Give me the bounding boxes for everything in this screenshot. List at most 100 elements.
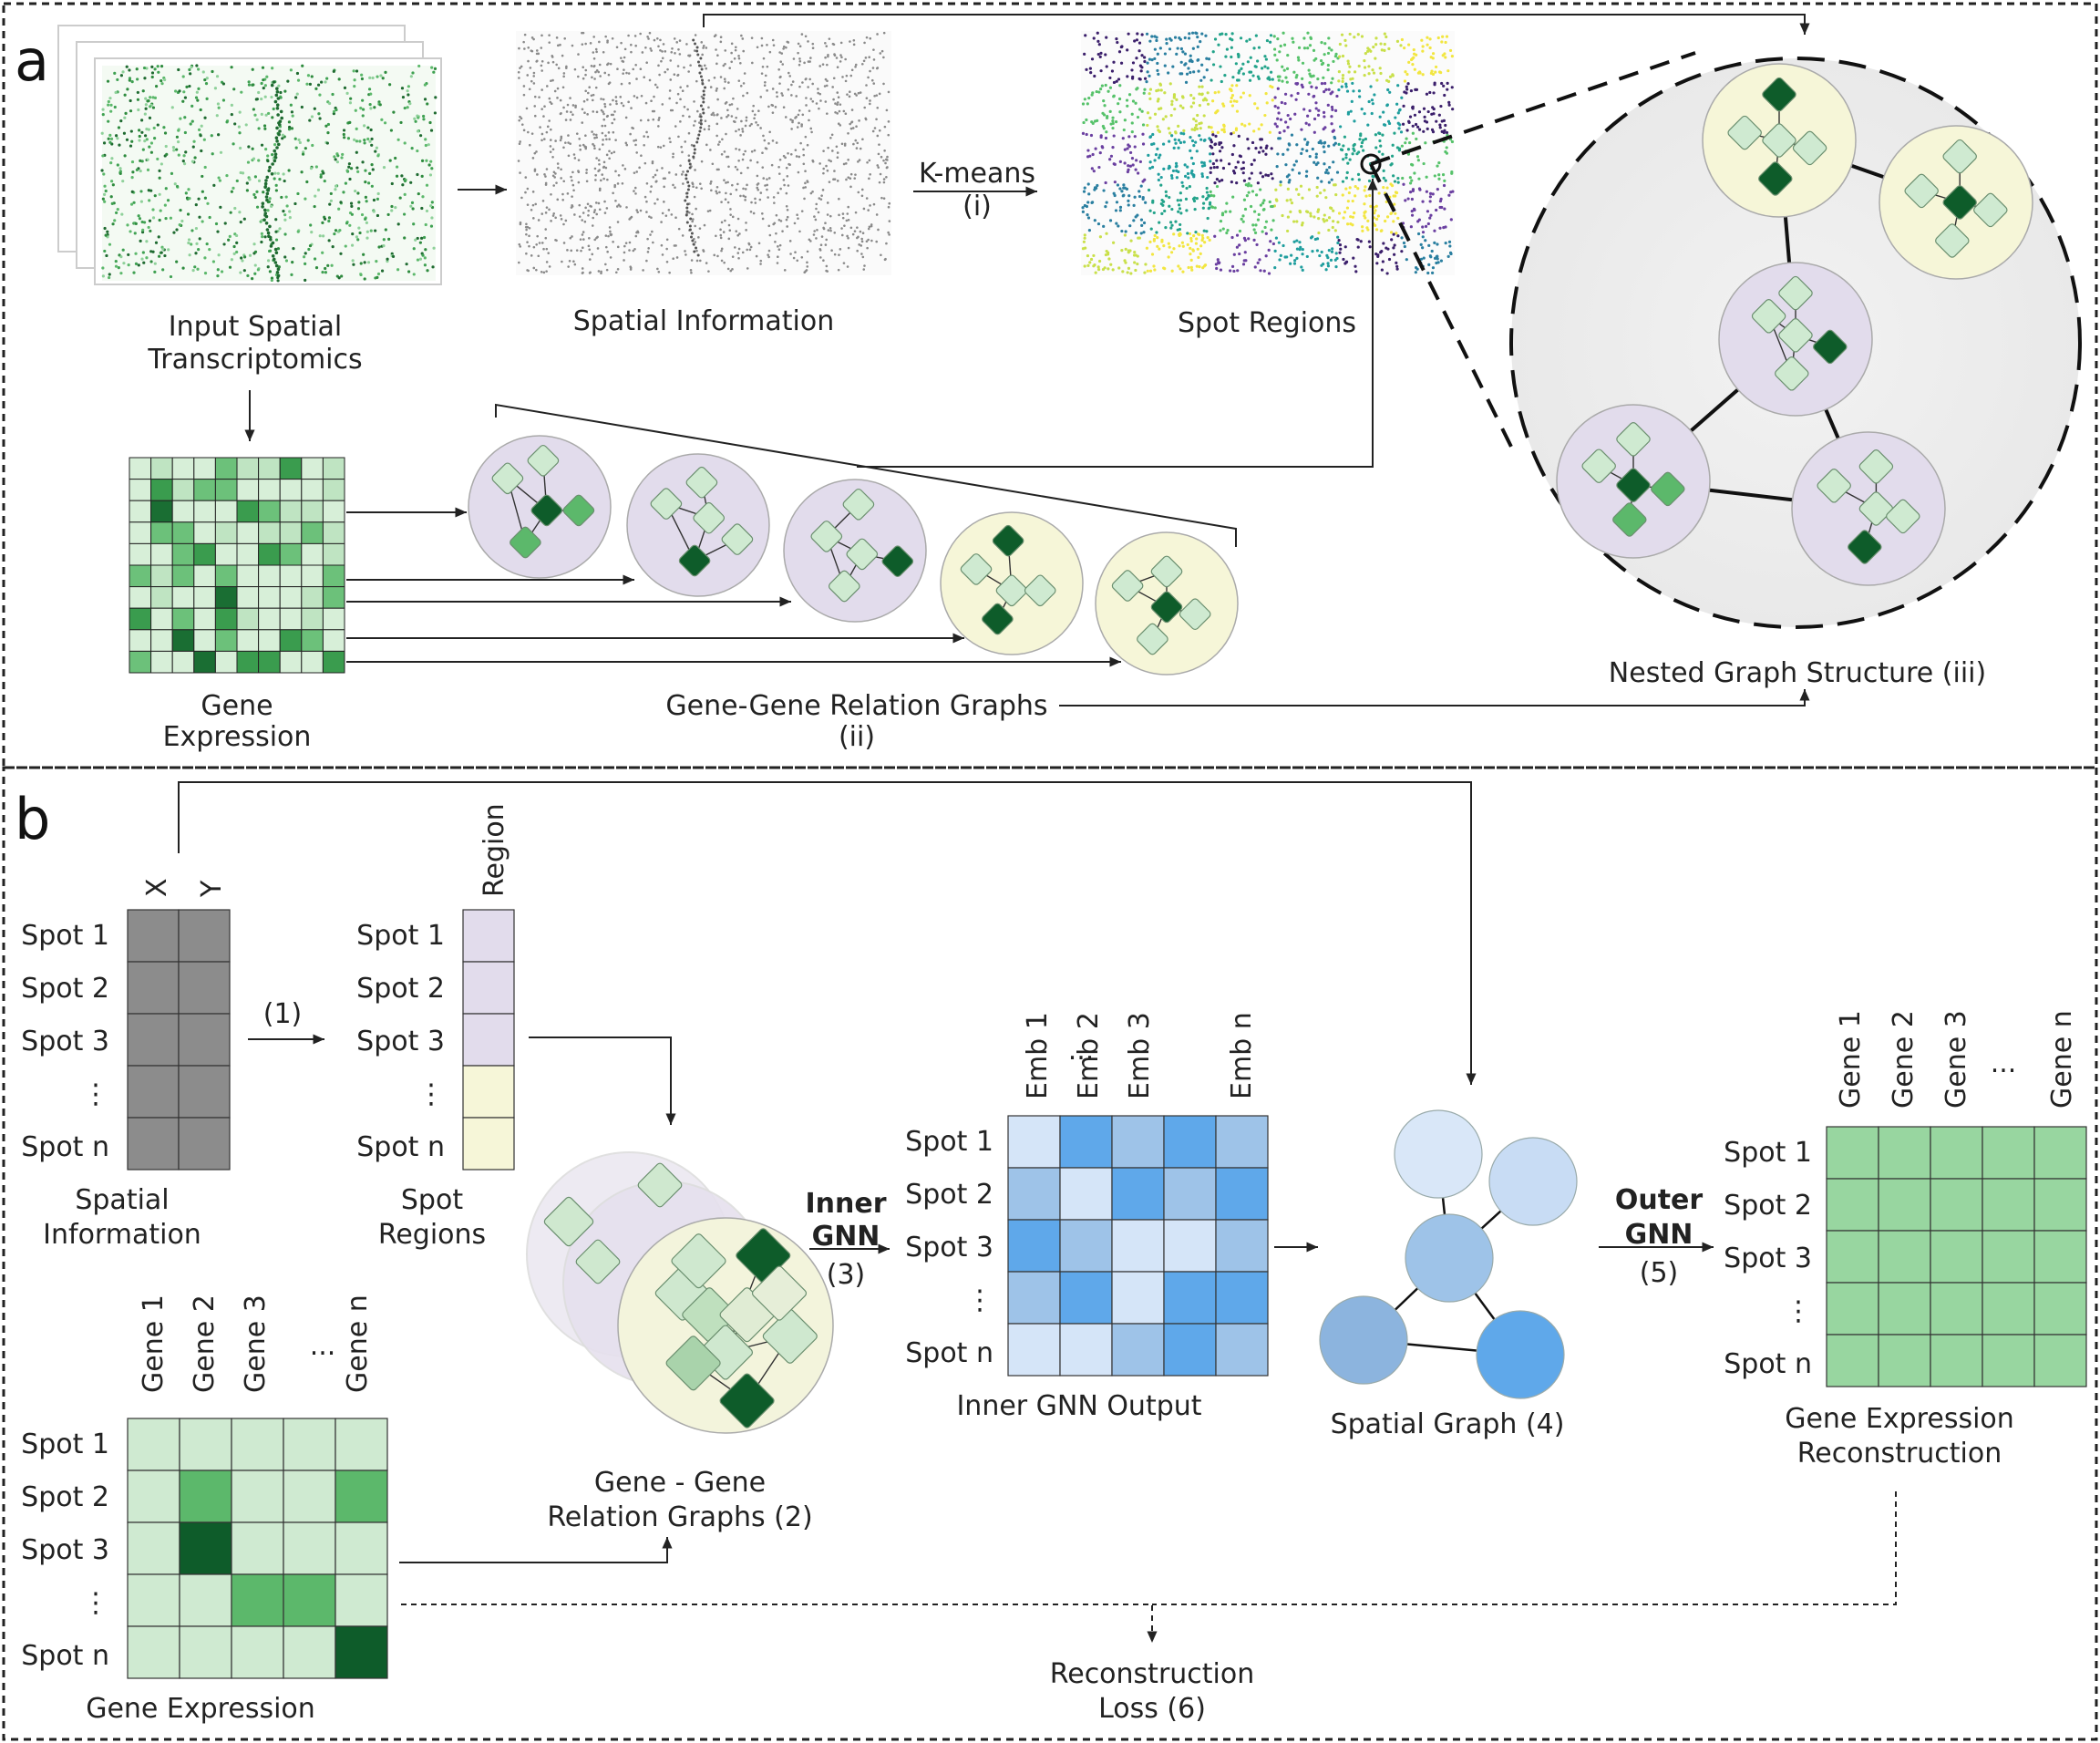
region-dot [1368, 245, 1372, 249]
spatial-dot [623, 47, 627, 51]
spatial-dot [540, 69, 543, 72]
spatial-dot [609, 256, 612, 259]
region-dot [1191, 248, 1195, 252]
region-dot [1225, 231, 1229, 235]
spot-row-label: Spot n [356, 1131, 445, 1163]
tissue-dot [167, 248, 170, 252]
spatial-dot [789, 118, 792, 121]
region-dot [1332, 220, 1335, 223]
gene-relation-graph [1702, 63, 1857, 218]
spatial-dot [811, 42, 815, 46]
spatial-dot [582, 66, 585, 68]
tissue-dot [147, 189, 150, 192]
region-dot [1103, 104, 1107, 108]
spatial-dot [571, 183, 575, 187]
region-dot [1432, 91, 1436, 95]
region-dot [1382, 242, 1385, 245]
region-dot [1264, 57, 1269, 61]
spatial-dot [719, 236, 723, 240]
heatmap-cell [322, 479, 345, 501]
spatial-dot [839, 124, 842, 127]
spatial-dot [663, 185, 665, 189]
connector-spatial-to-graph [178, 781, 1477, 1085]
spatial-dot [710, 113, 714, 117]
tissue-dot [160, 79, 163, 83]
region-dot [1146, 123, 1149, 128]
tissue-dot [257, 179, 262, 182]
tissue-dot [138, 129, 141, 132]
spatial-dot [737, 256, 740, 260]
tissue-dot [400, 174, 404, 178]
region-dot [1382, 185, 1385, 190]
region-dot [1247, 237, 1251, 241]
inner-output-label: Inner GNN Output [956, 1390, 1201, 1422]
gene-expression-cell [335, 1470, 388, 1523]
spatial-dot [857, 191, 860, 194]
spatial-dot [591, 130, 593, 133]
region-dot [1326, 68, 1330, 72]
spatial-dot [757, 123, 759, 127]
spatial-dot [535, 242, 538, 246]
tissue-dot [328, 202, 332, 206]
spatial-dot [674, 216, 677, 219]
region-dot [1111, 146, 1115, 150]
spatial-dot [654, 201, 656, 205]
spatial-dot [778, 243, 782, 247]
region-dot [1148, 74, 1151, 77]
region-dot [1135, 57, 1138, 60]
region-dot [1230, 94, 1235, 98]
region-dot [1342, 144, 1345, 148]
region-dot [1401, 122, 1405, 126]
spatial-dot [562, 242, 566, 244]
region-dot [1296, 56, 1301, 59]
region-dot [1274, 188, 1278, 191]
region-dot [1189, 149, 1192, 152]
region-dot [1301, 268, 1304, 272]
spatial-dot [818, 92, 822, 96]
region-dot [1441, 172, 1446, 177]
tissue-dot [434, 96, 438, 99]
region-dot [1105, 65, 1108, 68]
region-dot [1264, 254, 1268, 258]
tissue-dot [335, 160, 340, 164]
input-spatial-transcriptomics-stack [57, 25, 442, 285]
spatial-dot [728, 103, 732, 107]
region-dot [1401, 176, 1405, 180]
region-dot [1242, 179, 1247, 182]
spatial-dot [876, 106, 880, 109]
region-dot [1127, 249, 1130, 253]
spatial-dot [865, 84, 868, 87]
region-dot [1262, 269, 1266, 273]
tissue-dot [211, 69, 214, 74]
region-dot [1242, 236, 1247, 240]
region-dot [1126, 170, 1129, 174]
tissue-dot [230, 190, 233, 193]
region-dot [1102, 189, 1106, 192]
spatial-dot [720, 201, 723, 203]
inner-gnn-line1: Inner [805, 1188, 886, 1220]
spatial-dot [871, 129, 875, 133]
spatial-dot [723, 179, 726, 181]
spatial-dot [540, 212, 544, 215]
spatial-dot [836, 180, 839, 182]
region-dot [1268, 130, 1271, 134]
region-dot [1354, 270, 1358, 273]
spatial-dot [756, 46, 759, 49]
region-dot [1317, 140, 1321, 145]
region-dot [1241, 214, 1245, 218]
region-dot [1135, 88, 1138, 91]
spatial-dot [767, 196, 769, 199]
region-dot [1140, 223, 1144, 227]
region-dot [1107, 267, 1110, 271]
spatial-dot [775, 232, 777, 235]
region-dot [1290, 94, 1293, 98]
region-dot [1196, 247, 1199, 251]
region-dot [1217, 43, 1220, 46]
region-dot [1283, 92, 1288, 96]
spatial-dot [588, 236, 591, 240]
spatial-dot [797, 217, 799, 220]
tissue-dot [276, 171, 280, 175]
region-dot [1150, 253, 1155, 256]
tissue-dot [300, 170, 304, 174]
tissue-dot [257, 90, 261, 95]
